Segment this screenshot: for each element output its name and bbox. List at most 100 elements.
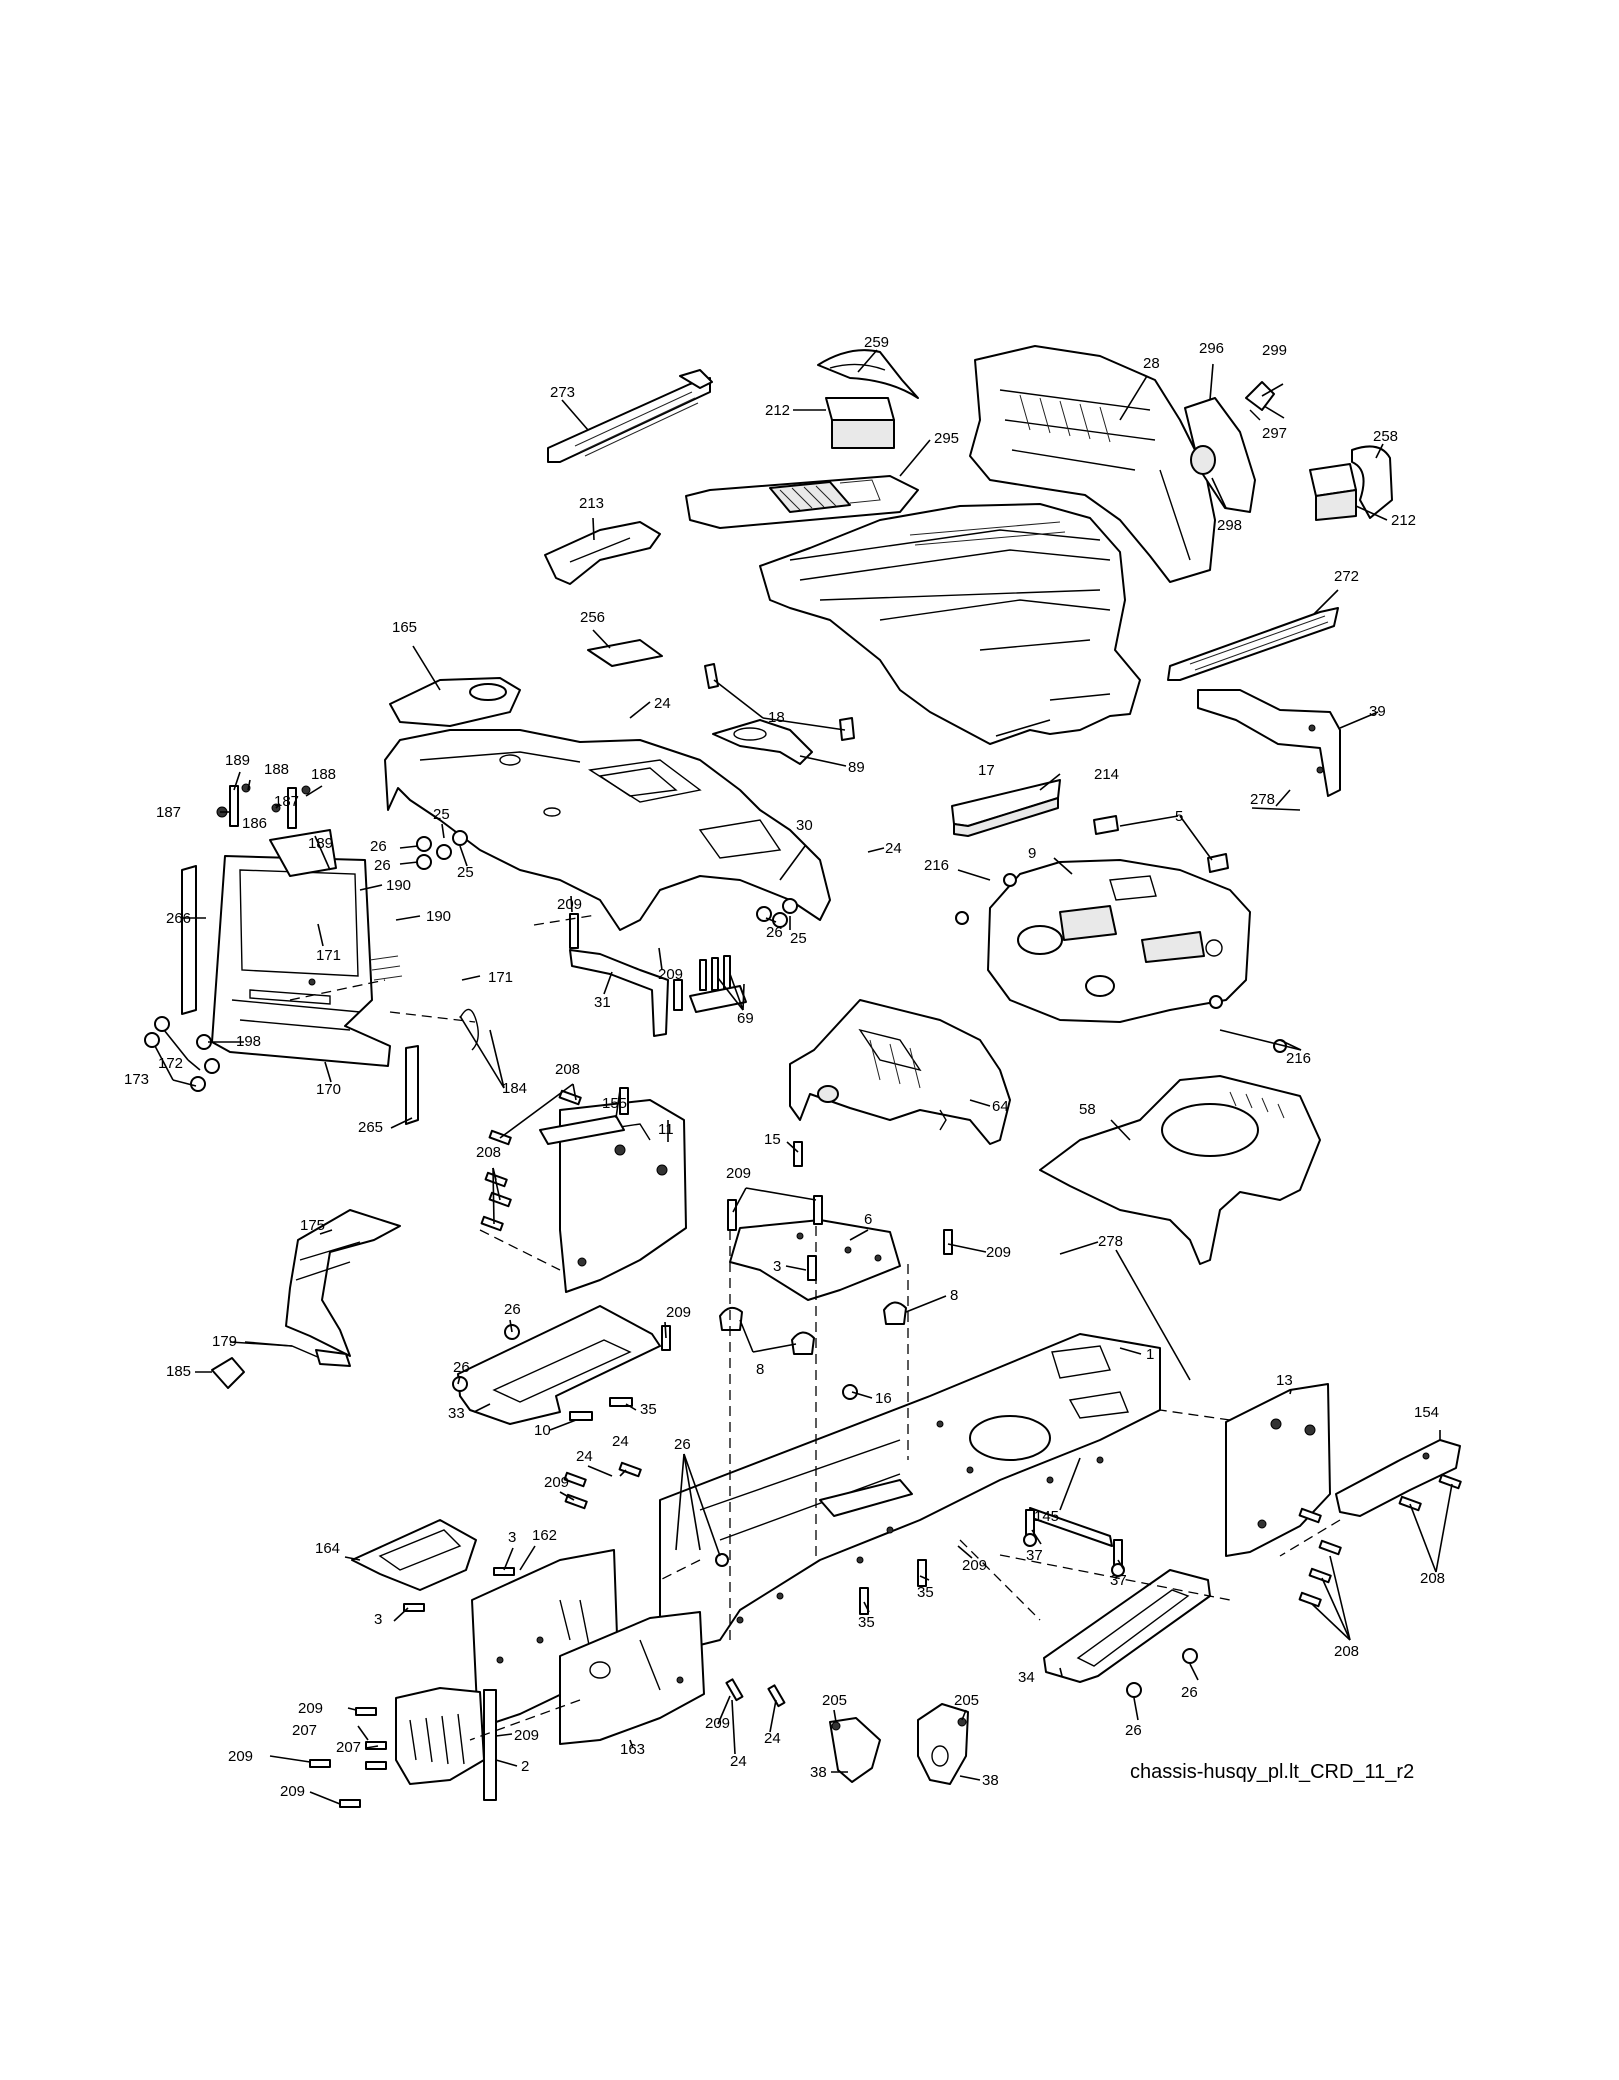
- callout-2: 2: [521, 1758, 529, 1775]
- callout-172: 172: [158, 1055, 183, 1072]
- callout-38a: 38: [810, 1764, 827, 1781]
- callout-24e: 24: [764, 1730, 781, 1747]
- callout-165: 165: [392, 619, 417, 636]
- callout-207a: 207: [292, 1722, 317, 1739]
- part-69: [673, 955, 747, 1013]
- callout-205a: 205: [822, 1692, 847, 1709]
- part-164: [351, 1519, 515, 1612]
- callout-3a: 3: [773, 1258, 781, 1275]
- callout-39: 39: [1369, 703, 1386, 720]
- callout-209d: 209: [986, 1244, 1011, 1261]
- part-1: [659, 1333, 1161, 1651]
- callout-9: 9: [1028, 845, 1036, 862]
- part-213: [544, 521, 661, 585]
- callout-154: 154: [1414, 1404, 1439, 1421]
- callout-26g: 26: [1181, 1684, 1198, 1701]
- callout-155: 155: [602, 1095, 627, 1112]
- part-washers: [144, 1016, 220, 1092]
- callout-208a: 208: [555, 1061, 580, 1078]
- callout-266: 266: [166, 910, 191, 927]
- callout-297: 297: [1262, 425, 1287, 442]
- callout-17: 17: [978, 762, 995, 779]
- callout-162: 162: [532, 1527, 557, 1544]
- part-31: [569, 913, 669, 1037]
- callout-190b: 190: [426, 908, 451, 925]
- callout-209h: 209: [298, 1700, 323, 1717]
- callout-189a: 189: [225, 752, 250, 769]
- callout-209a: 209: [557, 896, 582, 913]
- part-258-212: [1309, 445, 1393, 521]
- callout-8b: 8: [756, 1361, 764, 1378]
- part-28: [969, 345, 1216, 583]
- callout-212: 212: [765, 402, 790, 419]
- part-17: [759, 503, 1141, 745]
- callout-209e: 209: [666, 1304, 691, 1321]
- callout-35a: 35: [640, 1401, 657, 1418]
- part-13: [1225, 1383, 1331, 1557]
- part-6: [727, 1141, 953, 1301]
- part-272: [1167, 607, 1339, 681]
- part-37: [1023, 1533, 1125, 1577]
- part-39: [1197, 689, 1341, 797]
- callout-209c: 209: [726, 1165, 751, 1182]
- callout-25a: 25: [433, 806, 450, 823]
- callout-208c: 208: [1420, 1570, 1445, 1587]
- part-296-298: [1184, 381, 1275, 513]
- part-drawings: [144, 345, 1462, 1808]
- callout-209f: 209: [544, 1474, 569, 1491]
- callout-37b: 37: [1110, 1572, 1127, 1589]
- callout-272: 272: [1334, 568, 1359, 585]
- callout-216b: 216: [1286, 1050, 1311, 1067]
- callout-173: 173: [124, 1071, 149, 1088]
- callout-3b: 3: [508, 1529, 516, 1546]
- callout-26c: 26: [766, 924, 783, 941]
- callout-179: 179: [212, 1333, 237, 1350]
- part-175: [285, 1209, 401, 1357]
- callout-299: 299: [1262, 342, 1287, 359]
- part-265: [405, 1045, 419, 1125]
- callout-258: 258: [1373, 428, 1398, 445]
- callout-265: 265: [358, 1119, 383, 1136]
- callout-184: 184: [502, 1080, 527, 1097]
- callout-34: 34: [1018, 1669, 1035, 1686]
- callout-69: 69: [737, 1010, 754, 1027]
- callout-216a: 216: [924, 857, 949, 874]
- callout-labels: 259 273 212 295 28 296 299 297 258 298 2…: [124, 334, 1445, 1800]
- part-front-fasteners: [309, 1461, 786, 1808]
- part-9: [987, 859, 1251, 1023]
- callout-16: 16: [875, 1390, 892, 1407]
- callout-187b: 187: [274, 793, 299, 810]
- part-35: [859, 1559, 927, 1615]
- callout-198: 198: [236, 1033, 261, 1050]
- callout-6: 6: [864, 1211, 872, 1228]
- callout-24c: 24: [576, 1448, 593, 1465]
- leader-lines: [154, 349, 1453, 1805]
- callout-24d: 24: [612, 1433, 629, 1450]
- callout-209b: 209: [658, 966, 683, 983]
- callout-11: 11: [658, 1121, 674, 1138]
- callout-213: 213: [579, 495, 604, 512]
- callout-5: 5: [1175, 808, 1183, 825]
- callout-24a: 24: [654, 695, 671, 712]
- part-nuts-25-26: [416, 830, 798, 928]
- callout-209j: 209: [228, 1748, 253, 1765]
- callout-209k: 209: [705, 1715, 730, 1732]
- callout-187a: 187: [156, 804, 181, 821]
- part-seat-hardware: [216, 783, 337, 877]
- callout-296: 296: [1199, 340, 1224, 357]
- part-30: [384, 729, 831, 931]
- callout-259: 259: [864, 334, 889, 351]
- callout-58: 58: [1079, 1101, 1096, 1118]
- callout-37a: 37: [1026, 1547, 1043, 1564]
- part-58: [1039, 1075, 1321, 1265]
- callout-171b: 171: [488, 969, 513, 986]
- callout-26b: 26: [374, 857, 391, 874]
- part-208-right: [1298, 1473, 1462, 1608]
- callout-13: 13: [1276, 1372, 1293, 1389]
- callout-18: 18: [768, 709, 785, 726]
- callout-185: 185: [166, 1363, 191, 1380]
- callout-208b: 208: [476, 1144, 501, 1161]
- callout-64: 64: [992, 1098, 1009, 1115]
- callout-273: 273: [550, 384, 575, 401]
- callout-164: 164: [315, 1540, 340, 1557]
